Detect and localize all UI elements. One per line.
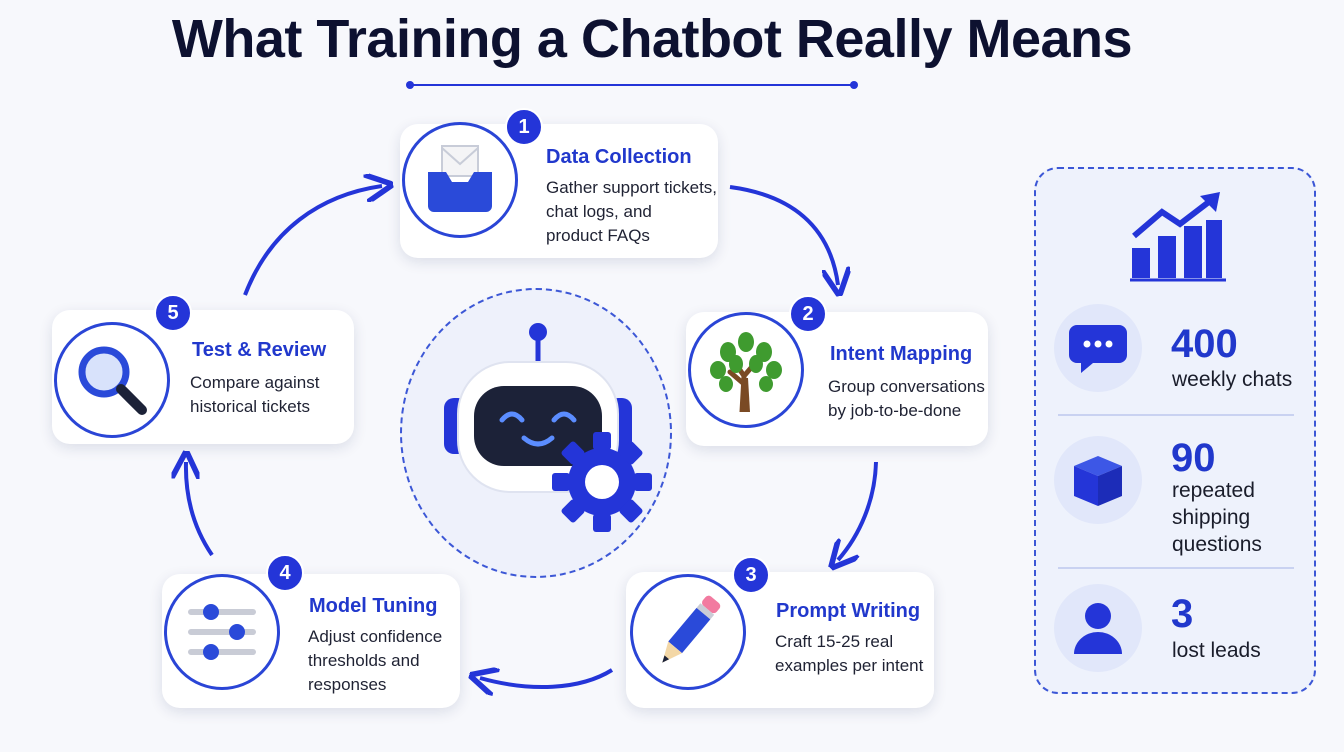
step-number-3: 3 (732, 556, 770, 594)
arrow-3-to-4 (480, 670, 614, 687)
title-underline (406, 81, 858, 89)
sliders-icon (164, 574, 280, 690)
step-title-prompt-writing: Prompt Writing (776, 600, 921, 622)
step-desc-model-tuning: Adjust confidence thresholds and respons… (308, 627, 443, 694)
step-number-1: 1 (505, 108, 543, 146)
page-title: What Training a Chatbot Really Means (171, 9, 1133, 69)
step-number-2: 2 (789, 295, 827, 333)
step-title-data-collection: Data Collection (546, 146, 692, 168)
arrow-1-to-2 (729, 185, 838, 285)
stat-value-lost-leads: 3 (1171, 592, 1194, 636)
pencil-icon (630, 574, 746, 690)
step-number-5: 5 (154, 294, 192, 332)
step-title-intent-mapping: Intent Mapping (830, 343, 973, 365)
growth-chart-icon (1130, 192, 1226, 282)
arrow-2-to-3 (838, 461, 878, 560)
inbox-icon (402, 122, 518, 238)
magnifier-icon (54, 322, 170, 438)
center-robot-circle (400, 288, 672, 578)
step-desc-intent-mapping: Group conversations by job-to-be-done (828, 377, 985, 420)
stats-divider (1058, 567, 1294, 569)
step-desc-prompt-writing: Craft 15-25 real examples per intent (775, 632, 924, 675)
stat-value-weekly-chats: 400 (1171, 322, 1238, 366)
arrow-4-to-5 (186, 462, 214, 557)
stat-label-weekly-chats: weekly chats (1172, 368, 1293, 391)
chat-bubble-icon (1054, 304, 1142, 392)
stat-value-repeated-questions: 90 (1171, 436, 1216, 480)
stat-label-repeated-questions: repeated shipping questions (1172, 479, 1262, 556)
box-icon (1054, 436, 1142, 524)
tree-icon (688, 312, 804, 428)
step-desc-data-collection: Gather support tickets, chat logs, and p… (546, 178, 718, 245)
step-title-test-review: Test & Review (192, 339, 327, 361)
person-icon (1054, 584, 1142, 672)
step-title-model-tuning: Model Tuning (309, 595, 438, 617)
step-number-4: 4 (266, 554, 304, 592)
arrow-5-to-1 (243, 186, 382, 296)
step-desc-test-review: Compare against historical tickets (190, 373, 320, 416)
stats-divider (1058, 414, 1294, 416)
robot-gear-icon (444, 323, 652, 532)
stat-label-lost-leads: lost leads (1172, 639, 1261, 662)
